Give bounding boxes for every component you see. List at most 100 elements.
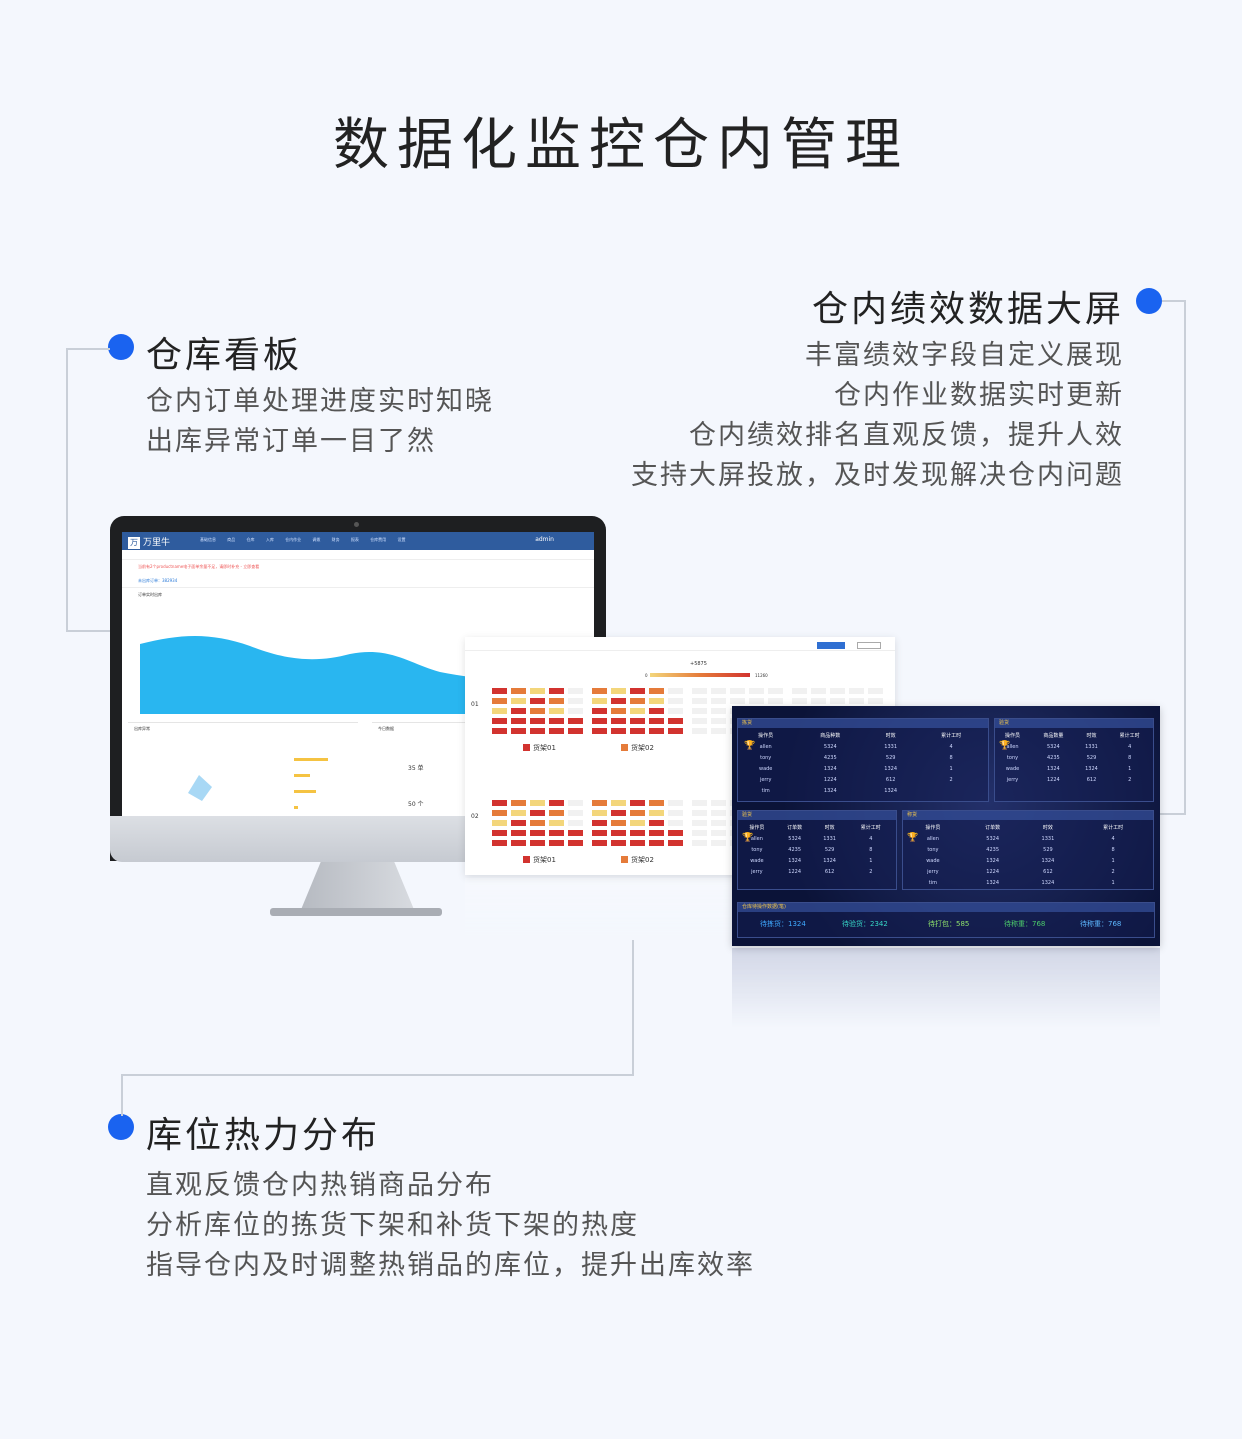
trophy-icon: 🏆: [907, 833, 919, 843]
heat-cell: [791, 687, 808, 695]
heat-cell: [510, 687, 527, 695]
heat-cell: [529, 829, 546, 837]
heat-cell: [510, 697, 527, 705]
connector-line: [66, 348, 68, 632]
heat-cell: [548, 727, 565, 735]
heat-cell: [710, 717, 727, 725]
heat-cell: [491, 809, 508, 817]
heat-cell: [548, 829, 565, 837]
heat-cell: [610, 707, 627, 715]
connector-line: [66, 348, 110, 350]
heat-cell: [629, 819, 646, 827]
heat-cell: [491, 717, 508, 725]
shelf-label: 货架02: [631, 856, 654, 864]
heat-cell: [648, 707, 665, 715]
user-menu[interactable]: admin: [535, 536, 554, 543]
heat-cell: [548, 839, 565, 847]
heat-cell: [567, 717, 584, 725]
bar: [294, 790, 316, 793]
tab-strip: [122, 550, 594, 560]
heat-cell: [567, 819, 584, 827]
heat-cell: [548, 697, 565, 705]
heat-cell: [548, 799, 565, 807]
heat-cell: [710, 697, 727, 705]
desc-line: 指导仓内及时调整热销品的库位，提升出库效率: [146, 1250, 755, 1281]
heat-cell: [810, 687, 827, 695]
heat-cell: [567, 839, 584, 847]
heat-cell: [491, 727, 508, 735]
heat-cell: [810, 697, 827, 705]
legend-swatch: [523, 744, 530, 751]
heat-cell: [567, 727, 584, 735]
heat-cell: [529, 727, 546, 735]
heat-cell: [548, 819, 565, 827]
panel-title: 今日数据: [378, 726, 394, 731]
heat-cell: [648, 687, 665, 695]
heat-cell: [567, 799, 584, 807]
heat-cell: [648, 819, 665, 827]
heat-cell: [629, 839, 646, 847]
heat-cell: [691, 687, 708, 695]
search-button[interactable]: [817, 642, 845, 649]
heat-cell: [648, 697, 665, 705]
heat-cell: [591, 687, 608, 695]
nav-menus[interactable]: 基础信息 商品 仓库 入库 仓内作业 调拨 财务 报表 仓库费用 设置: [200, 537, 406, 542]
heat-cell: [510, 819, 527, 827]
scale-min-label: 0: [645, 673, 648, 678]
feature-board-title: 仓库看板: [146, 335, 303, 376]
connector-line: [1162, 300, 1186, 302]
heat-cell: [629, 697, 646, 705]
heat-cell: [710, 799, 727, 807]
heat-cell: [491, 819, 508, 827]
heat-cell: [629, 687, 646, 695]
heat-cell: [610, 717, 627, 725]
heat-cell: [610, 819, 627, 827]
alert-message[interactable]: 当前有2个productname电子面单余量不足，请即时补充 - 立即查看: [138, 564, 260, 569]
brand: 万万里牛: [128, 535, 170, 549]
heat-cell: [767, 697, 784, 705]
heat-cell: [648, 799, 665, 807]
metric-weighing: 待称重：768: [1004, 920, 1046, 928]
heat-cell: [829, 687, 846, 695]
heat-cell: [510, 727, 527, 735]
heatmap-filters: [465, 637, 895, 651]
trophy-icon: 🏆: [744, 741, 756, 751]
heat-cell: [610, 727, 627, 735]
heat-cell: [667, 839, 684, 847]
bullet-dot: [108, 1114, 134, 1140]
metric-packing: 待打包：585: [928, 920, 970, 928]
bigscreen-reflection: [732, 948, 1160, 1028]
feature-performance-desc: 丰富绩效字段自定义展现 仓内作业数据实时更新 仓内绩效排名直观反馈，提升人效 支…: [631, 336, 1124, 496]
legend-swatch: [621, 744, 628, 751]
reset-button[interactable]: [857, 642, 881, 649]
exception-panel: 出库异常: [128, 722, 358, 818]
heat-cell: [691, 717, 708, 725]
chart-title: 订单实时出库: [138, 592, 162, 597]
connector-line: [121, 1074, 634, 1076]
heat-cell: [548, 809, 565, 817]
heat-cell: [567, 809, 584, 817]
panel-title: 验货: [995, 719, 1153, 728]
logo-icon: 万: [128, 537, 140, 549]
heat-cell: [667, 687, 684, 695]
heat-cell: [629, 829, 646, 837]
heat-cell: [710, 809, 727, 817]
heat-cell: [629, 809, 646, 817]
footer-title: 仓库待操作数据(笔): [738, 903, 1154, 912]
trophy-icon: 🏆: [999, 741, 1011, 751]
heat-cell: [748, 687, 765, 695]
heat-scale: [650, 673, 750, 677]
feature-heat-title: 库位热力分布: [146, 1115, 381, 1156]
heat-cell: [591, 697, 608, 705]
heat-cell: [691, 707, 708, 715]
heat-cell: [610, 799, 627, 807]
connector-line: [1140, 813, 1186, 815]
shelf-label: 货架01: [533, 856, 556, 864]
monitor-foot: [270, 908, 442, 916]
heat-cell: [667, 819, 684, 827]
heat-cell: [667, 727, 684, 735]
